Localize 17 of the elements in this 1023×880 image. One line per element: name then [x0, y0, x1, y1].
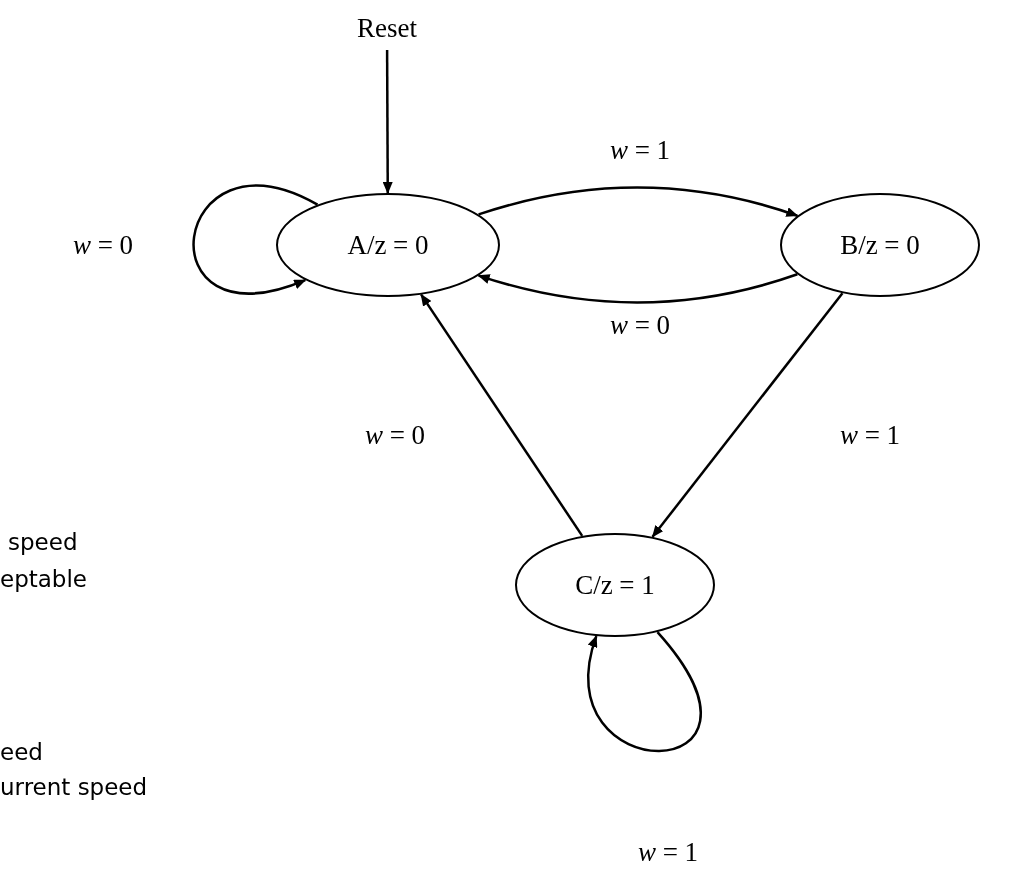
slide-text: urrent speed — [0, 774, 148, 800]
state-ellipse — [780, 193, 980, 297]
transition-arrow — [382, 50, 393, 194]
transition-arrow — [420, 293, 584, 537]
state-ellipse — [515, 533, 715, 637]
transition-arrow — [478, 186, 799, 218]
transition-arrow — [192, 184, 319, 295]
slide-text: eptable — [0, 566, 87, 592]
state-ellipse — [276, 193, 500, 297]
slide-text: eed — [0, 739, 43, 765]
state-label: A/z = 0 — [347, 229, 429, 261]
state-label: B/z = 0 — [840, 229, 920, 261]
reset-label: Reset — [345, 8, 429, 48]
transition-arrow — [587, 631, 702, 753]
slide-text: speed — [8, 529, 78, 555]
transition-arrow — [477, 273, 798, 304]
state-label: C/z = 1 — [575, 569, 655, 601]
